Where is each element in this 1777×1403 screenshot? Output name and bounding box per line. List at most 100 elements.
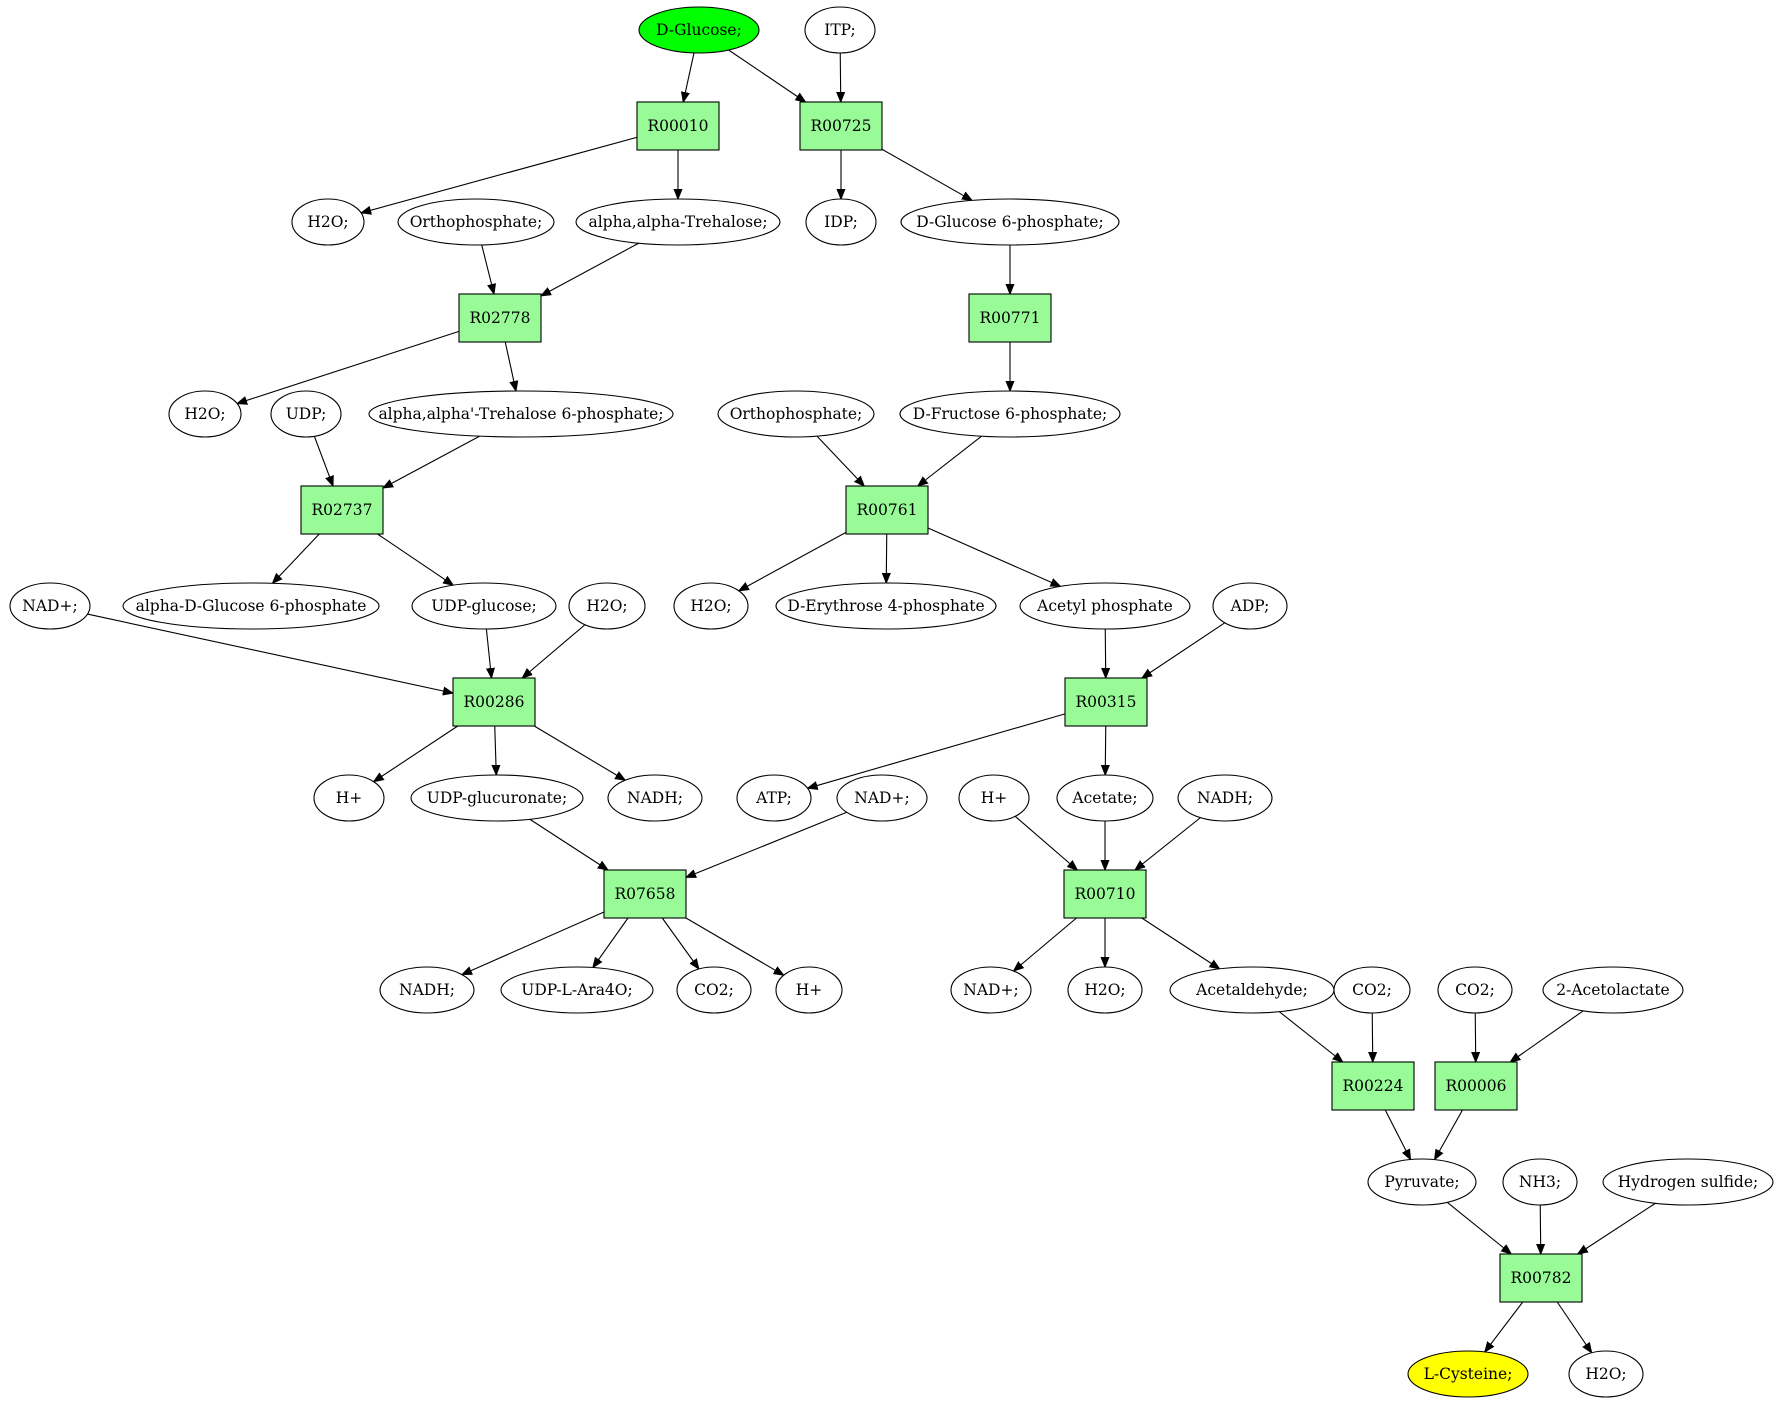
- node-label: Pyruvate;: [1384, 1173, 1459, 1191]
- node-label: NADH;: [1197, 789, 1253, 807]
- compound-node-c_dglucose: D-Glucose;: [638, 6, 760, 54]
- compound-node-c_co2_3: CO2;: [1437, 966, 1513, 1014]
- edge-r_R00710-to-c_acald: [1141, 917, 1220, 969]
- reaction-node-r_R00725: R00725: [799, 101, 883, 151]
- compound-ellipse: [607, 774, 703, 822]
- compound-node-c_hplus_3: H+: [775, 966, 843, 1014]
- edge-r_R00010-to-c_h2o_1: [361, 136, 638, 213]
- node-label: ATP;: [755, 789, 792, 807]
- edge-r_R00710-to-c_nadp_3: [1014, 917, 1077, 971]
- node-label: R00771: [980, 309, 1041, 327]
- reaction-box: [458, 293, 542, 343]
- compound-ellipse: [168, 390, 242, 438]
- edge-c_acetolac-to-r_R00006: [1510, 1010, 1584, 1062]
- compound-node-c_lcys: L-Cysteine;: [1407, 1350, 1529, 1398]
- edge-c_t6p-to-r_R02737: [383, 435, 480, 488]
- compound-ellipse: [1568, 1350, 1644, 1398]
- compound-node-c_hplus_1: H+: [313, 774, 385, 822]
- reaction-box: [968, 293, 1052, 343]
- compound-ellipse: [1437, 966, 1513, 1014]
- edge-c_nadp_2-to-r_R07658: [686, 811, 847, 878]
- compound-ellipse: [379, 966, 475, 1014]
- node-label: H2O;: [1084, 981, 1125, 999]
- edge-c_itp-to-r_R00725: [840, 52, 841, 102]
- compound-node-c_h2o_4: H2O;: [673, 582, 749, 630]
- compound-ellipse: [122, 582, 380, 630]
- compound-node-c_h2o_2: H2O;: [168, 390, 242, 438]
- node-label: H+: [796, 981, 823, 999]
- edge-r_R02737-to-c_adg6p: [272, 533, 320, 583]
- compound-ellipse: [270, 390, 342, 438]
- node-label: D-Glucose;: [656, 21, 742, 39]
- reaction-box: [799, 101, 883, 151]
- compound-ellipse: [950, 966, 1032, 1014]
- edge-r_R02778-to-c_h2o_2: [237, 330, 460, 403]
- edge-c_dglucose-to-r_R00725: [728, 49, 806, 102]
- reaction-node-r_R00224: R00224: [1331, 1061, 1415, 1111]
- edge-c_nadh_2-to-r_R00710: [1135, 817, 1201, 870]
- node-label: Acetyl phosphate: [1036, 597, 1173, 615]
- node-label: CO2;: [1455, 981, 1495, 999]
- compound-node-c_nadh_3: NADH;: [379, 966, 475, 1014]
- compound-node-c_h2o_3: H2O;: [568, 582, 646, 630]
- compound-ellipse: [804, 6, 876, 54]
- node-label: R02778: [470, 309, 531, 327]
- node-label: Orthophosphate;: [410, 213, 543, 231]
- reaction-node-r_R00286: R00286: [452, 677, 536, 727]
- edge-c_acp-to-r_R00315: [1105, 628, 1106, 678]
- reaction-box: [452, 677, 536, 727]
- compound-node-c_ortho_2: Orthophosphate;: [717, 390, 875, 438]
- compound-ellipse: [899, 390, 1121, 438]
- edge-r_R00782-to-c_h2o_6: [1556, 1301, 1591, 1353]
- node-label: R02737: [312, 501, 373, 519]
- compound-ellipse: [736, 774, 812, 822]
- compound-node-c_nadp_2: NAD+;: [836, 774, 928, 822]
- edge-c_ortho_1-to-r_R02778: [481, 244, 494, 294]
- compound-node-c_nadp_1: NAD+;: [9, 582, 91, 630]
- node-label: UDP;: [286, 405, 327, 423]
- node-label: NADH;: [627, 789, 683, 807]
- compound-node-c_ortho_1: Orthophosphate;: [397, 198, 555, 246]
- reaction-box: [300, 485, 384, 535]
- compound-ellipse: [313, 774, 385, 822]
- node-label: R00006: [1446, 1077, 1507, 1095]
- node-label: NAD+;: [854, 789, 909, 807]
- compound-ellipse: [368, 390, 674, 438]
- reaction-node-r_R00710: R00710: [1063, 869, 1147, 919]
- reaction-box: [1064, 677, 1148, 727]
- edge-r_R00315-to-c_atp: [808, 713, 1066, 788]
- compound-node-c_udp: UDP;: [270, 390, 342, 438]
- node-label: R00315: [1076, 693, 1137, 711]
- reaction-node-r_R02737: R02737: [300, 485, 384, 535]
- node-label: D-Glucose 6-phosphate;: [916, 213, 1103, 231]
- compound-ellipse: [9, 582, 91, 630]
- edge-c_trehalose-to-r_R02778: [541, 242, 639, 296]
- node-label: ITP;: [824, 21, 856, 39]
- compound-ellipse: [411, 582, 557, 630]
- compound-node-c_acetate: Acetate;: [1056, 774, 1154, 822]
- reaction-box: [1499, 1253, 1583, 1303]
- compound-ellipse: [1212, 582, 1288, 630]
- reaction-node-r_R07658: R07658: [603, 869, 687, 919]
- compound-ellipse: [410, 774, 584, 822]
- compound-node-c_udpglc: UDP-glucose;: [411, 582, 557, 630]
- compound-ellipse: [717, 390, 875, 438]
- node-label: IDP;: [824, 213, 858, 231]
- node-label: CO2;: [694, 981, 734, 999]
- compound-node-c_idp: IDP;: [805, 198, 877, 246]
- reaction-node-r_R00315: R00315: [1064, 677, 1148, 727]
- edge-c_h2s-to-r_R00782: [1578, 1202, 1656, 1254]
- node-label: UDP-L-Ara4O;: [521, 981, 632, 999]
- node-label: NAD+;: [22, 597, 77, 615]
- compound-ellipse: [568, 582, 646, 630]
- node-label: R00782: [1511, 1269, 1572, 1287]
- compound-node-c_nadh_1: NADH;: [607, 774, 703, 822]
- edge-r_R00725-to-c_g6p: [881, 148, 972, 200]
- compound-ellipse: [958, 774, 1030, 822]
- node-label: NAD+;: [963, 981, 1018, 999]
- compound-ellipse: [775, 966, 843, 1014]
- edge-c_co2_2-to-r_R00224: [1372, 1012, 1373, 1062]
- compound-ellipse: [676, 966, 752, 1014]
- edge-c_udpglc-to-r_R00286: [486, 628, 491, 678]
- compound-ellipse: [1056, 774, 1154, 822]
